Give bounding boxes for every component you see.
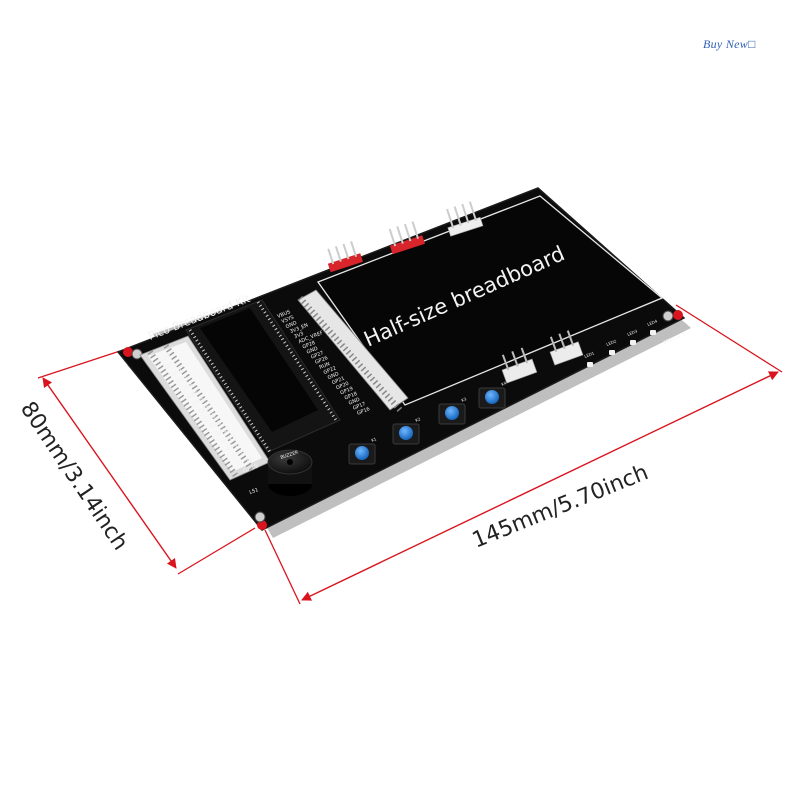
width-extension-top bbox=[37, 350, 121, 379]
buzzer: BUZZER LS1 bbox=[249, 449, 313, 496]
led-label: LED2 bbox=[606, 338, 618, 347]
gpio-pin-label: GP17 bbox=[352, 401, 367, 412]
mounting-hole bbox=[254, 511, 266, 523]
button-label: K3 bbox=[461, 396, 468, 403]
gpio-pin-label: RUN bbox=[319, 361, 332, 371]
dimension-lines bbox=[37, 304, 783, 605]
gpio-pin-label: 3V3 bbox=[293, 331, 304, 340]
gpio-pin-label: GP26 bbox=[314, 355, 329, 366]
pico-socket bbox=[185, 299, 341, 453]
led-label: LED1 bbox=[584, 350, 596, 359]
gpio-pin-label: GP19 bbox=[340, 386, 355, 397]
gpio-pin-label: VBUS bbox=[277, 309, 292, 320]
width-arrow bbox=[42, 377, 177, 569]
gpio-pin-label: GP1 bbox=[164, 360, 178, 371]
led-label: LED4 bbox=[647, 318, 659, 327]
push-button[interactable]: K4 bbox=[478, 380, 508, 409]
white-pin-header bbox=[549, 330, 584, 366]
gpio-pin-label: VSYS bbox=[281, 315, 295, 325]
servo-headers bbox=[501, 330, 584, 384]
corner-marker bbox=[123, 347, 133, 357]
gpio-pin-label: GND bbox=[306, 346, 319, 356]
length-extension-left bbox=[264, 529, 301, 605]
gpio-pin-label: GP4 bbox=[181, 382, 195, 393]
push-button[interactable]: K2 bbox=[392, 416, 422, 445]
gpio-pin-label: GP20 bbox=[335, 381, 350, 392]
length-arrow bbox=[301, 371, 779, 601]
gpio-pin-label: GP2 bbox=[169, 368, 183, 379]
gpio-pin-label: GP8 bbox=[203, 412, 217, 423]
led-row: LED1 LED2 LED3 LED4 bbox=[584, 318, 659, 367]
buy-now-link[interactable]: Buy New□ bbox=[703, 37, 756, 51]
mounting-hole bbox=[662, 310, 674, 322]
push-button[interactable]: K3 bbox=[438, 396, 468, 425]
led: LED4 bbox=[647, 318, 659, 335]
buzzer-ref-label: LS1 bbox=[249, 487, 260, 496]
gpio-pin-label: GP28 bbox=[302, 340, 317, 351]
gpio-pin-label: GP6 bbox=[192, 397, 206, 408]
red-header-group bbox=[327, 201, 484, 273]
gpio-pin-label: GP22 bbox=[323, 365, 338, 376]
half-size-breadboard: Half-size breadboard bbox=[316, 195, 664, 406]
gpio-pin-label: GP27 bbox=[310, 350, 325, 361]
length-extension-right bbox=[675, 304, 783, 373]
corner-marker bbox=[257, 520, 267, 530]
button-row: K1 K2 K3 K4 bbox=[348, 380, 508, 465]
gpio-pin-label: GP18 bbox=[344, 391, 359, 402]
gpio-pin-label: GND bbox=[285, 320, 298, 330]
gpio-pin-label: GP7 bbox=[197, 405, 211, 416]
white-pin-header bbox=[446, 201, 484, 237]
button-label: K2 bbox=[415, 416, 422, 423]
gpio-pin-label: GP21 bbox=[331, 376, 346, 387]
gpio-pin-label: GP0 bbox=[158, 353, 172, 364]
led: LED2 bbox=[606, 338, 618, 355]
gpio-pin-label: GND bbox=[327, 371, 340, 381]
corner-marker bbox=[673, 310, 683, 320]
gpio-pin-label: GP5 bbox=[186, 390, 200, 401]
mounting-hole bbox=[131, 348, 143, 360]
gpio-pin-label: GP16 bbox=[356, 406, 371, 417]
white-pin-header bbox=[501, 347, 538, 384]
buzzer-label: BUZZER bbox=[280, 449, 299, 460]
led: LED1 bbox=[584, 350, 596, 367]
led-label: LED3 bbox=[627, 328, 639, 337]
red-pin-header bbox=[388, 221, 425, 255]
button-label: K1 bbox=[371, 436, 378, 443]
width-extension-bottom bbox=[177, 527, 256, 575]
led: LED3 bbox=[627, 328, 639, 345]
right-pin-header bbox=[297, 289, 409, 412]
gpio-pin-label: GP9 bbox=[209, 419, 223, 430]
red-pin-header bbox=[327, 241, 363, 273]
right-gpio-labels: VBUSVSYSGND3V3_EN3V3ADC_VREFGP28GNDGP27G… bbox=[277, 309, 371, 417]
push-button[interactable]: K1 bbox=[348, 436, 378, 465]
gpio-pin-label: GND bbox=[348, 397, 361, 407]
button-label: K4 bbox=[501, 380, 508, 387]
gpio-pin-label: GP3 bbox=[175, 375, 189, 386]
